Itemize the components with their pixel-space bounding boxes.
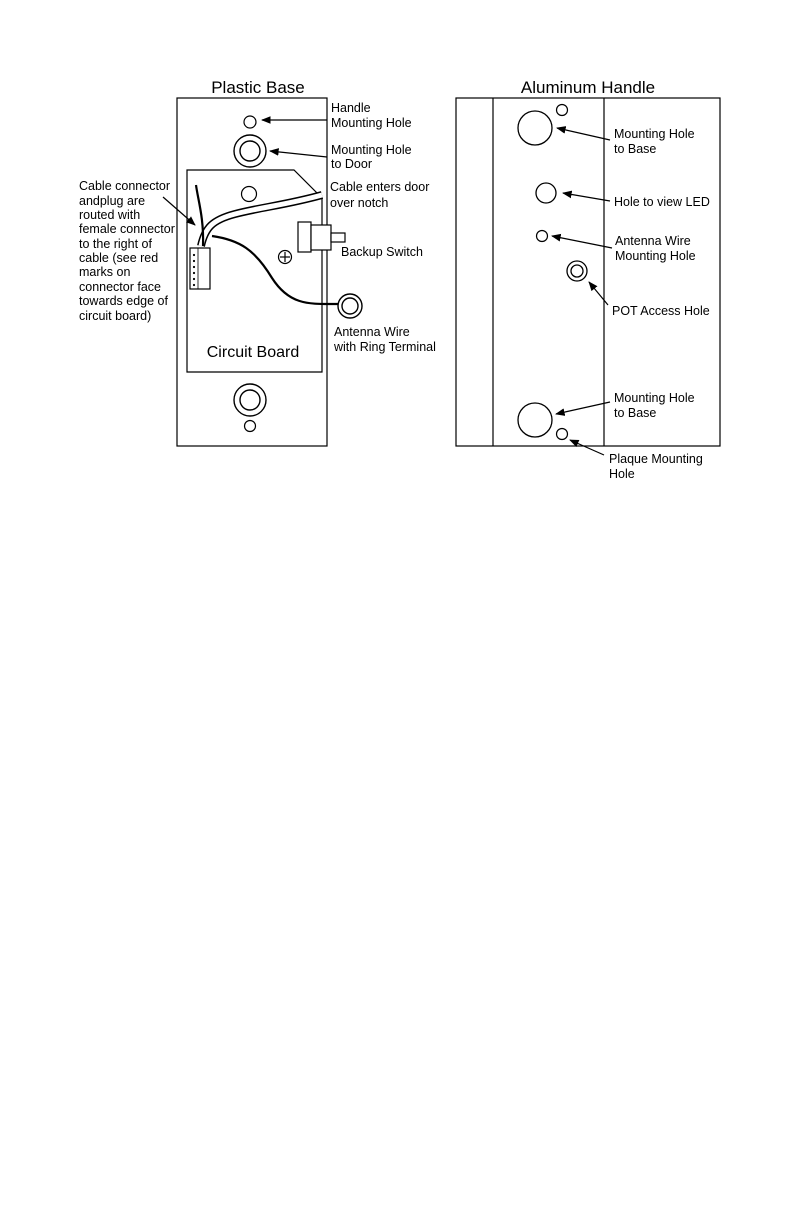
label-pot-access-hole: POT Access Hole xyxy=(612,304,710,318)
antenna-wire-mounting-hole xyxy=(535,229,549,243)
circuit-board-label: Circuit Board xyxy=(207,344,299,361)
aluminum-handle-title: Aluminum Handle xyxy=(521,78,655,97)
label-mounting-hole-to-door: Mounting Hole to Door xyxy=(331,143,415,171)
pot-symbol-icon xyxy=(277,249,293,265)
connector-wire xyxy=(194,184,205,247)
label-antenna-wire: Antenna Wire with Ring Terminal xyxy=(333,325,436,354)
handle-mounting-hole xyxy=(243,115,257,129)
label-cable-connector: Cable connector andplug are routed with … xyxy=(79,179,178,323)
antenna-wire xyxy=(211,234,339,306)
door-mounting-hole-bottom xyxy=(233,383,267,417)
connector-block xyxy=(189,247,211,290)
plaque-mounting-hole xyxy=(555,427,569,441)
aluminum-handle-figure: Aluminum Handle Mounting Hole to Base Ho… xyxy=(455,78,721,481)
label-plaque-mounting-hole: Plaque Mounting Hole xyxy=(609,452,706,481)
label-mounting-hole-to-base-top: Mounting Hole to Base xyxy=(614,127,698,156)
label-cable-enters: Cable enters door over notch xyxy=(330,180,433,210)
backup-switch xyxy=(297,221,312,253)
label-hole-to-view-led: Hole to view LED xyxy=(614,195,710,209)
plastic-base-title: Plastic Base xyxy=(211,78,305,97)
handle-small-hole-top xyxy=(555,103,569,117)
aluminum-handle-outline xyxy=(455,97,721,447)
label-handle-mounting-hole: Handle Mounting Hole xyxy=(331,101,412,130)
mounting-hole-to-base-bottom xyxy=(517,402,553,438)
label-antenna-wire-mounting-hole: Antenna Wire Mounting Hole xyxy=(615,234,696,263)
plastic-base-figure: Plastic Base Circuit Board xyxy=(79,78,436,447)
led-view-hole xyxy=(535,182,557,204)
label-backup-switch: Backup Switch xyxy=(341,245,423,259)
pot-access-hole xyxy=(566,260,588,282)
plastic-base-outline xyxy=(176,97,328,447)
mounting-hole-to-base-top xyxy=(517,110,553,146)
label-mounting-hole-to-base-bottom: Mounting Hole to Base xyxy=(614,391,698,420)
board-led-hole xyxy=(240,185,258,203)
circuit-board-outline xyxy=(186,169,323,373)
door-mounting-hole-top xyxy=(233,134,267,168)
connector-pins xyxy=(192,253,196,287)
